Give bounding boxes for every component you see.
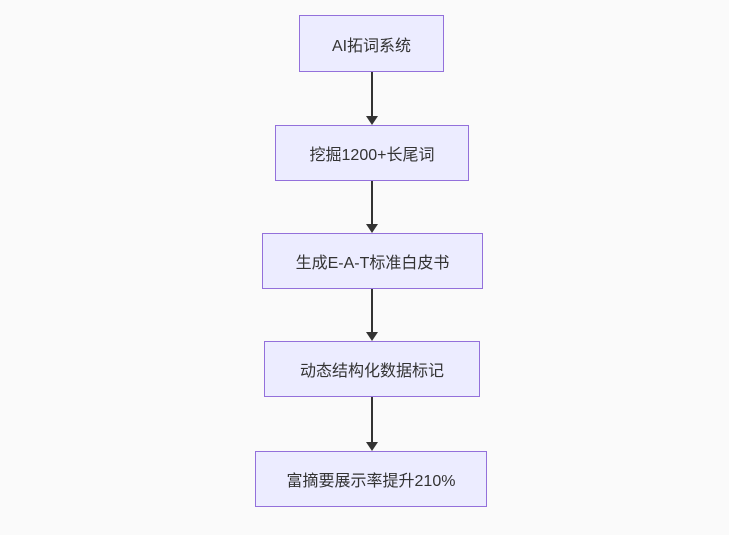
flow-node-dynamic-structured-data-markup: 动态结构化数据标记 xyxy=(264,341,480,397)
flow-node-label: 动态结构化数据标记 xyxy=(299,363,444,380)
flow-arrow-n3-n4 xyxy=(366,289,378,341)
flow-node-generate-eat-whitepaper: 生成E-A-T标准白皮书 xyxy=(262,233,483,289)
flow-node-rich-snippet-rate-increase: 富摘要展示率提升210% xyxy=(255,451,487,507)
arrow-head-icon xyxy=(366,332,378,341)
arrow-head-icon xyxy=(366,224,378,233)
flow-node-mine-longtail-keywords: 挖掘1200+长尾词 xyxy=(275,125,469,181)
flow-node-ai-word-expansion-system: AI拓词系统 xyxy=(299,15,444,72)
arrow-shaft xyxy=(371,397,373,442)
flow-node-label: 挖掘1200+长尾词 xyxy=(309,147,435,164)
flow-arrow-n4-n5 xyxy=(366,397,378,451)
flow-node-label: 富摘要展示率提升210% xyxy=(286,473,456,490)
arrow-shaft xyxy=(371,289,373,332)
flow-node-label: 生成E-A-T标准白皮书 xyxy=(295,255,450,272)
flow-node-label: AI拓词系统 xyxy=(331,37,412,55)
arrow-head-icon xyxy=(366,442,378,451)
flow-arrow-n2-n3 xyxy=(366,181,378,233)
arrow-shaft xyxy=(371,181,373,224)
arrow-shaft xyxy=(371,72,373,116)
flow-arrow-n1-n2 xyxy=(366,72,378,125)
arrow-head-icon xyxy=(366,116,378,125)
